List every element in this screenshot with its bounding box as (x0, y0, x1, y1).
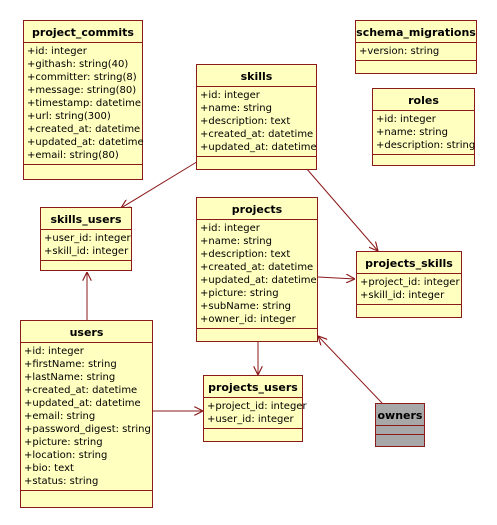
entity-attribute: +project_id: integer (207, 401, 307, 412)
entity-attributes: +id: integer +githash: string(40) +committ… (24, 43, 144, 165)
entity-attribute: +id: integer (200, 90, 260, 101)
entity-attribute: +description: text (200, 249, 291, 260)
entity-title: owners (376, 404, 424, 426)
entity-projects-skills[interactable]: projects_skills +project_id: integer +skil… (356, 251, 462, 318)
entity-schema-migrations[interactable]: schema_migrations +version: string (355, 20, 477, 74)
entity-attribute: +name: string (376, 127, 448, 138)
entity-owners[interactable]: owners (375, 403, 425, 447)
entity-title: schema_migrations (356, 21, 476, 43)
entity-title: projects_skills (357, 252, 461, 274)
entity-title: skills_users (41, 208, 131, 230)
entity-attribute: +committer: string(8) (27, 72, 137, 83)
entity-attribute: +created_at: datetime (200, 129, 314, 140)
entity-attribute: +user_id: integer (44, 233, 131, 244)
entity-attribute: +id: integer (24, 346, 84, 357)
entity-attribute: +name: string (200, 103, 272, 114)
entity-title: skills (197, 65, 316, 87)
entity-attribute: +message: string(80) (27, 85, 137, 96)
entity-users[interactable]: users +id: integer +firstName: string +last… (20, 320, 153, 508)
link-projects-to-projects-skills (317, 277, 355, 279)
entity-title: projects (197, 198, 317, 220)
entity-attribute: +id: integer (200, 223, 260, 234)
entity-attributes: +project_id: integer +skill_id: integer (357, 274, 461, 305)
entity-attribute: +subName: string (200, 301, 292, 312)
entity-attribute: +picture: string (24, 437, 103, 448)
entity-attributes (376, 426, 424, 435)
entity-attribute: +created_at: datetime (200, 262, 314, 273)
entity-attribute: +created_at: datetime (27, 124, 141, 135)
entity-attribute: +picture: string (200, 288, 279, 299)
entity-attribute: +project_id: integer (360, 277, 460, 288)
entity-attribute: +timestamp: datetime (27, 98, 142, 109)
entity-attribute: +firstName: string (24, 359, 117, 370)
entity-attributes: +id: integer +name: string +description: t… (197, 220, 317, 329)
entity-skills[interactable]: skills +id: integer +name: string +descript… (196, 64, 317, 170)
entity-attribute: +location: string (24, 450, 108, 461)
entity-attribute: +updated_at: datetime (24, 398, 141, 409)
entity-title: project_commits (24, 21, 142, 43)
entity-attribute: +user_id: integer (207, 414, 294, 425)
entity-attributes: +user_id: integer +skill_id: integer (41, 230, 131, 261)
entity-attributes: +id: integer +firstName: string +lastName:… (21, 343, 152, 491)
entity-attribute: +url: string(300) (27, 111, 111, 122)
entity-attribute: +updated_at: datetime (200, 275, 317, 286)
entity-attribute: +id: integer (27, 46, 87, 57)
link-owners-to-projects (318, 336, 383, 404)
entity-roles[interactable]: roles +id: integer +name: string +descripti… (372, 88, 475, 166)
entity-project-commits[interactable]: project_commits +id: integer +githash: str… (23, 20, 144, 180)
link-skills-to-skills-users (121, 159, 201, 208)
entity-projects[interactable]: projects +id: integer +name: string +descri… (196, 197, 318, 342)
entity-attribute: +email: string (24, 411, 96, 422)
entity-attributes: +version: string (356, 43, 476, 61)
entity-attributes: +id: integer +name: string +description: t… (197, 87, 317, 157)
entity-attribute: +id: integer (376, 114, 436, 125)
entity-title: roles (373, 89, 474, 111)
entity-attribute: +description: string (376, 140, 476, 151)
entity-attribute: +password_digest: string (24, 424, 151, 435)
entity-attribute: +skill_id: integer (360, 290, 445, 301)
entity-attribute: +status: string (24, 476, 99, 487)
entity-title: users (21, 321, 152, 343)
entity-attribute: +name: string (200, 236, 272, 247)
entity-title: projects_users (204, 376, 302, 398)
entity-attribute: +owner_id: integer (200, 314, 296, 325)
entity-skills-users[interactable]: skills_users +user_id: integer +skill_id: … (40, 207, 132, 271)
entity-attribute: +updated_at: datetime (27, 137, 144, 148)
entity-attributes: +project_id: integer +user_id: integer (204, 398, 307, 429)
entity-attribute: +bio: text (24, 463, 74, 474)
entity-attribute: +githash: string(40) (27, 59, 129, 70)
entity-attribute: +version: string (359, 46, 440, 57)
entity-attribute: +updated_at: datetime (200, 142, 317, 153)
entity-projects-users[interactable]: projects_users +project_id: integer +user_… (203, 375, 307, 442)
entity-attribute: +description: text (200, 116, 291, 127)
link-skills-to-projects-skills (305, 167, 378, 251)
entity-attribute: +email: string(80) (27, 150, 119, 161)
entity-attributes: +id: integer +name: string +description: s… (373, 111, 476, 155)
entity-attribute: +skill_id: integer (44, 246, 129, 257)
entity-attribute: +created_at: datetime (24, 385, 138, 396)
entity-attribute: +lastName: string (24, 372, 116, 383)
